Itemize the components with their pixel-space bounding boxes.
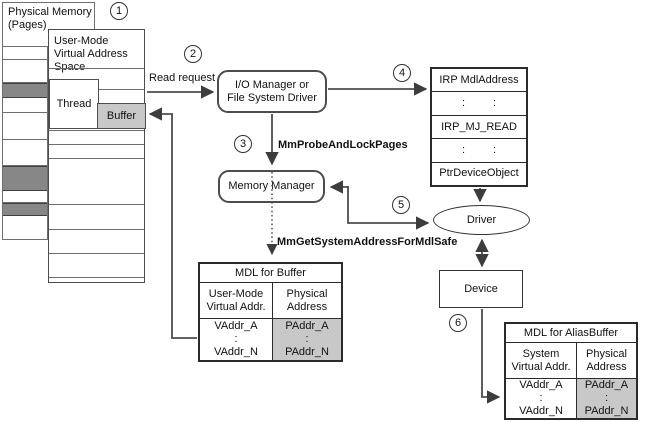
physical-memory-column — [2, 47, 48, 240]
page-cell-locked — [3, 165, 47, 192]
page-cell — [3, 139, 47, 166]
mdl-aliasbuffer-col1-header: System Virtual Addr. — [506, 343, 577, 378]
colon: : — [493, 97, 497, 110]
divider — [49, 229, 144, 230]
colon: : — [493, 143, 497, 156]
io-manager-box: I/O Manager or File System Driver — [217, 70, 327, 113]
vaddr-n: VAddr_N — [519, 405, 563, 417]
divider — [49, 158, 144, 159]
divider — [97, 89, 144, 90]
mdl-buffer-data-row: VAddr_A : VAddr_N PAddr_A : PAddr_N — [200, 319, 341, 360]
step-badge-2: 2 — [184, 45, 202, 63]
thread-label: Thread — [56, 97, 92, 110]
mdl-aliasbuffer-data-row: VAddr_A : VAddr_N PAddr_A : PAddr_N — [506, 379, 636, 418]
step-badge-5: 5 — [392, 196, 410, 214]
irp-ptrdeviceobject-label: PtrDeviceObject — [439, 167, 519, 180]
irp-row-mdladdress: IRP MdlAddress — [432, 69, 526, 93]
colon: : — [604, 392, 609, 404]
step-badge-3: 3 — [234, 135, 252, 153]
step-number: 3 — [239, 137, 247, 150]
page-cell — [3, 97, 47, 113]
colon: : — [234, 333, 238, 345]
page-cell — [3, 60, 47, 83]
buffer-label: Buffer — [106, 109, 137, 122]
io-manager-label: I/O Manager or File System Driver — [227, 78, 317, 104]
page-cell — [3, 112, 47, 140]
step-badge-1: 1 — [110, 2, 128, 20]
memory-manager-label: Memory Manager — [228, 180, 315, 192]
divider — [49, 130, 144, 131]
user-mode-label: User-Mode Virtual Address Space — [54, 35, 128, 73]
mdl-aliasbuffer-vaddr-cell: VAddr_A : VAddr_N — [506, 379, 577, 418]
colon: : — [305, 333, 309, 345]
paddr-n: PAddr_N — [584, 405, 629, 417]
page-cell-locked — [3, 202, 47, 216]
mdl-aliasbuffer-headers: System Virtual Addr. Physical Address — [506, 343, 636, 379]
mdl-aliasbuffer-table: MDL for AliasBuffer System Virtual Addr.… — [504, 322, 638, 420]
step-number: 1 — [115, 4, 123, 17]
divider — [49, 253, 144, 254]
step-number: 5 — [397, 198, 405, 211]
read-request-label: Read request — [149, 72, 216, 84]
step-badge-6: 6 — [449, 314, 467, 332]
step-number: 2 — [189, 47, 197, 60]
driver-label: Driver — [466, 213, 497, 226]
irp-row-filler: : : — [432, 92, 526, 116]
thread-box: Thread — [49, 79, 99, 129]
irp-row-ptrdeviceobject: PtrDeviceObject — [432, 162, 526, 186]
page-cell — [3, 191, 47, 203]
mdl-aliasbuffer-title: MDL for AliasBuffer — [506, 324, 636, 343]
memory-manager-box: Memory Manager — [218, 170, 325, 203]
mdl-buffer-headers: User-Mode Virtual Addr. Physical Address — [200, 283, 341, 319]
user-mode-address-space: User-Mode Virtual Address Space Thread B… — [48, 29, 146, 283]
divider — [49, 204, 144, 205]
step-badge-4: 4 — [393, 64, 411, 82]
mdl-buffer-col1-header: User-Mode Virtual Addr. — [200, 283, 273, 318]
vaddr-n: VAddr_N — [214, 346, 258, 358]
step-number: 4 — [398, 66, 406, 79]
mdl-buffer-col2-header: Physical Address — [286, 287, 328, 313]
mmgetsystemaddressformdlsafe-label: MmGetSystemAddressForMdlSafe — [277, 236, 458, 248]
device-box: Device — [439, 270, 523, 308]
irp-mjread-label: IRP_MJ_READ — [441, 120, 517, 133]
irp-row-filler: : : — [432, 139, 526, 163]
colon: : — [461, 143, 465, 156]
paddr-n: PAddr_N — [285, 346, 329, 358]
mdl-aliasbuffer-col2-header: Physical Address — [586, 347, 627, 373]
vaddr-a: VAddr_A — [519, 379, 563, 391]
page-cell-locked — [3, 82, 47, 98]
page-cell — [3, 215, 47, 239]
colon: : — [539, 392, 543, 404]
divider — [49, 68, 144, 69]
divider — [49, 277, 144, 278]
mdl-buffer-vaddr-cell: VAddr_A : VAddr_N — [200, 319, 273, 360]
buffer-box: Buffer — [97, 103, 146, 129]
irp-row-mjread: IRP_MJ_READ — [432, 115, 526, 140]
colon: : — [461, 97, 465, 110]
mdl-aliasbuffer-paddr-cell: PAddr_A : PAddr_N — [577, 379, 636, 418]
page-cell — [3, 47, 47, 61]
irp-mdladdress-label: IRP MdlAddress — [439, 73, 519, 86]
device-label: Device — [464, 282, 498, 295]
mdl-buffer-paddr-cell: PAddr_A : PAddr_N — [273, 319, 341, 360]
divider — [49, 144, 144, 145]
driver-ellipse: Driver — [433, 205, 530, 235]
paddr-a: PAddr_A — [584, 379, 629, 391]
mdl-buffer-title: MDL for Buffer — [200, 264, 341, 283]
vaddr-a: VAddr_A — [214, 320, 258, 332]
paddr-a: PAddr_A — [285, 320, 329, 332]
mdl-buffer-table: MDL for Buffer User-Mode Virtual Addr. P… — [198, 262, 343, 362]
mmprobeandlockpages-label: MmProbeAndLockPages — [278, 139, 408, 151]
step-number: 6 — [454, 316, 462, 329]
irp-structure: IRP MdlAddress : : IRP_MJ_READ : : PtrDe… — [430, 67, 528, 187]
